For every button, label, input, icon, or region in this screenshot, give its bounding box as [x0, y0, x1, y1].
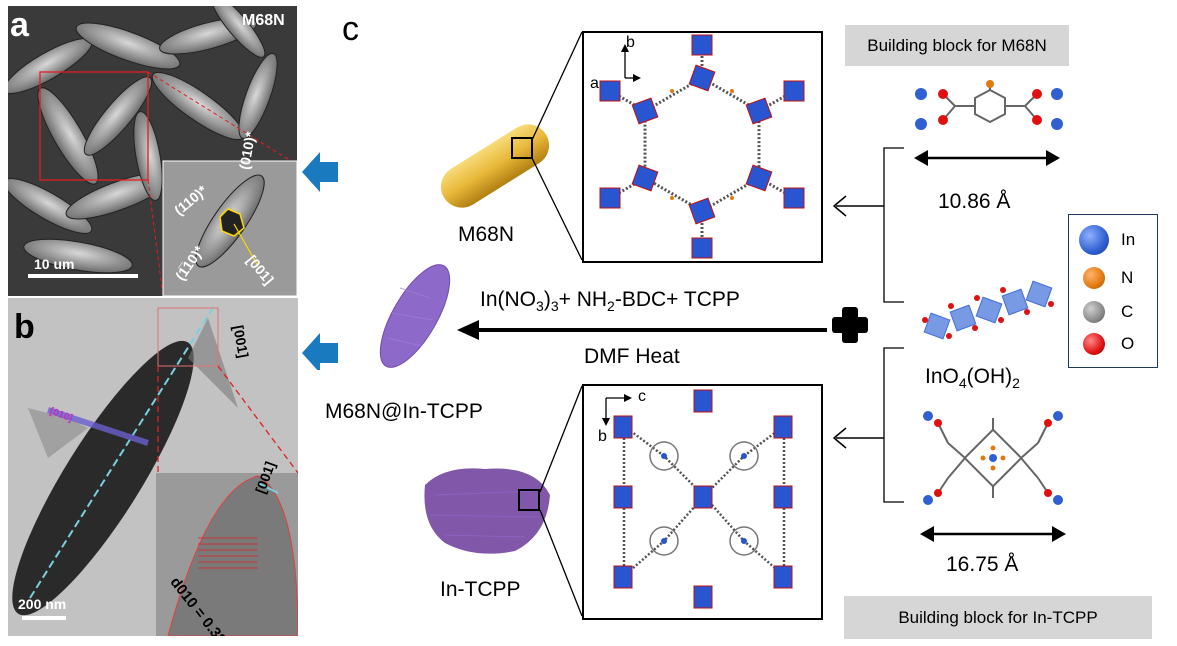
- bdc-length-label: 10.86 Å: [938, 190, 1011, 213]
- tcpp-linker-molecule: [923, 411, 1063, 505]
- building-block-m68n-header: Building block for M68N: [845, 25, 1069, 66]
- reaction-arrow: [457, 320, 827, 340]
- sample-label: M68N: [242, 12, 285, 29]
- m68n-framework-structure: [599, 34, 805, 259]
- reaction-reagents-label: In(NO3)3+ NH2-BDC+ TCPP: [480, 288, 740, 315]
- m68n-in-tcpp-particle: [379, 264, 451, 368]
- c-atom-icon: [1083, 301, 1105, 323]
- sem-image-panel-a: M68N (010)* (110)* (1̅10)* [001] 10 um: [8, 6, 297, 296]
- bdc-linker-molecule: [915, 80, 1063, 130]
- tcpp-length-label: 16.75 Å: [946, 553, 1019, 576]
- legend-n: N: [1083, 267, 1133, 289]
- axes-ab-icon: [621, 44, 641, 82]
- o-atom-icon: [1083, 333, 1105, 355]
- zoom-lines-top: [531, 31, 583, 261]
- in-tcpp-label: In-TCPP: [440, 578, 521, 601]
- in-tcpp-framework-structure: [613, 389, 793, 609]
- axis-a-label: a: [590, 75, 599, 92]
- building-block-in-tcpp-header: Building block for In-TCPP: [844, 596, 1152, 639]
- framework-in-tcpp-box: [582, 384, 823, 620]
- axis-c-label: c: [638, 388, 646, 405]
- reaction-conditions-label: DMF Heat: [584, 345, 680, 368]
- m68n-in-tcpp-label: M68N@In-TCPP: [325, 400, 483, 423]
- n-atom-icon: [1083, 267, 1105, 289]
- scale-bar-label: 200 nm: [18, 596, 67, 612]
- axis-b-bottom-label: b: [598, 428, 607, 445]
- plus-icon: [832, 307, 868, 343]
- axis-b-label: b: [626, 34, 635, 51]
- scale-bar-label: 10 um: [34, 256, 75, 272]
- m68n-label: M68N: [458, 223, 515, 246]
- framework-m68n-box: [582, 31, 823, 263]
- legend-o: O: [1083, 333, 1134, 355]
- element-legend: In N C O: [1068, 214, 1158, 368]
- blue-arrow-left-icon: [302, 333, 338, 370]
- zoom-lines-bottom: [539, 385, 583, 617]
- blue-arrows: [302, 152, 338, 370]
- in-atom-icon: [1079, 225, 1109, 255]
- sem-texture: [8, 6, 297, 296]
- blue-arrow-left-icon: [302, 152, 338, 192]
- ino4oh2-chain: [922, 280, 1054, 340]
- tem-drawing: [8, 298, 298, 636]
- bracket-connector: [832, 147, 904, 503]
- axes-cb-icon: [602, 394, 632, 426]
- inorganic-unit-label: InO4(OH)2: [925, 365, 1020, 392]
- tem-image-panel-b: [001] [010] [001] d010 = 0.38 nm 200 nm: [8, 298, 298, 636]
- legend-in: In: [1079, 225, 1135, 255]
- panel-a-letter: a: [10, 6, 29, 44]
- panel-c-letter: c: [342, 10, 359, 48]
- legend-c: C: [1083, 301, 1133, 323]
- panel-b-letter: b: [14, 308, 35, 346]
- bdc-length-arrow: [914, 150, 1060, 166]
- tcpp-length-arrow: [920, 526, 1066, 542]
- m68n-rod: [440, 124, 550, 208]
- in-tcpp-particle: [424, 468, 550, 554]
